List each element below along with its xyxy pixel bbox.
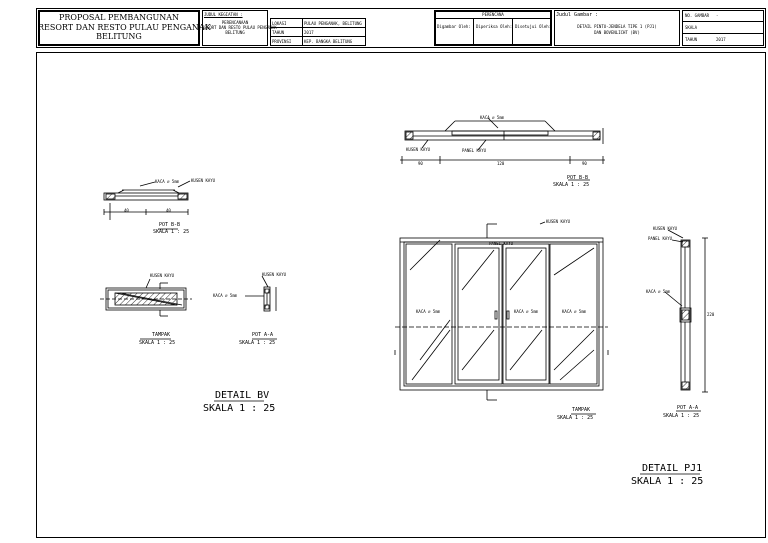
- perencana-header-line: [434, 18, 552, 19]
- kegiatan-line1: PERENCANAAN: [221, 20, 249, 25]
- judul-gambar-line1: DETAIL PINTU-JENDELA TIPE 1 (PJ1): [577, 24, 657, 29]
- perencana-divider-2: [512, 18, 513, 46]
- pj1-tampak-panel-note: PANEL KAYU: [489, 241, 514, 246]
- bv-pot-bb-scale: SKALA 1 : 25: [153, 229, 190, 235]
- pj1-bb-kusen-note: KUSEN KAYU: [406, 147, 431, 152]
- lokasi-value: PULAU PENGANAK, BELITUNG: [304, 21, 362, 26]
- pj1-pot-aa-scale: SKALA 1 : 25: [663, 413, 700, 419]
- judul-gambar-line2: DAN BOVENLICHT (BV): [594, 30, 640, 35]
- perencana-cell: [434, 10, 552, 46]
- pj1-aa-panel-note: PANEL KAYU: [648, 236, 673, 241]
- lokasi-grid-line-h1: [270, 27, 366, 28]
- pj1-tampak-drawing: [394, 221, 609, 401]
- no-gambar-label: NO. GAMBAR: [685, 13, 710, 18]
- pj1-dim-left: 90: [418, 161, 423, 166]
- project-name-line1: PROPOSAL PEMBANGUNAN: [59, 13, 179, 22]
- no-gambar-line-2: [682, 33, 764, 34]
- pj1-dim-mid: 120: [497, 161, 505, 166]
- project-name-cell: [38, 10, 200, 46]
- pj1-dim-right: 90: [582, 161, 587, 166]
- pj1-dim-height: 220: [707, 312, 715, 317]
- pj1-pot-aa-label: POT A-A: [677, 405, 699, 411]
- pj1-tampak-kaca-mid: KACA ∅ 5mm: [514, 309, 539, 314]
- tahun-label: TAHUN: [272, 30, 285, 35]
- judul-gambar-cell: [554, 10, 680, 46]
- pj1-pot-bb-scale: SKALA 1 : 25: [553, 182, 590, 188]
- bv-tampak-kusen-note: KUSEN KAYU: [150, 273, 175, 278]
- bv-title: DETAIL BV: [215, 390, 270, 401]
- pj1-pot-bb-label: POT B-B: [567, 175, 589, 181]
- no-gambar-value: -: [716, 13, 719, 18]
- pj1-tampak-kusen-note: KUSEN KAYU: [546, 219, 571, 224]
- tahun2-value: 2017: [716, 37, 726, 42]
- bv-pot-aa-scale: SKALA 1 : 25: [239, 340, 276, 346]
- judul-gambar-label: Judul Gambar :: [556, 12, 599, 18]
- no-gambar-line-1: [682, 21, 764, 22]
- no-gambar-cell: [682, 10, 764, 46]
- kegiatan-line2: RESORT DAN RESTO PULAU PENGANAK: [202, 25, 277, 30]
- bv-kusen-note: KUSEN KAYU: [191, 178, 216, 183]
- pj1-tampak-scale: SKALA 1 : 25: [557, 415, 594, 421]
- pj1-bb-kaca-note: KACA ∅ 5mm: [480, 115, 505, 120]
- lokasi-grid-line-v: [302, 18, 303, 46]
- pj1-tampak-kaca-left: KACA ∅ 5mm: [416, 309, 441, 314]
- provinsi-value: KEP. BANGKA BELITUNG: [304, 39, 353, 44]
- pj1-pot-bb-drawing: [400, 117, 605, 164]
- lokasi-label: LOKASI: [272, 21, 287, 26]
- project-name-line2: RESORT DAN RESTO PULAU PENGANAK: [38, 23, 211, 32]
- pj1-title: DETAIL PJ1: [642, 463, 703, 474]
- perencana-divider-1: [473, 18, 474, 46]
- provinsi-label: PROVINSI: [272, 39, 292, 44]
- kegiatan-line3: BELITUNG: [225, 30, 245, 35]
- bv-kaca-note: KACA ∅ 5mm: [155, 179, 180, 184]
- skala-label: SKALA: [685, 25, 698, 30]
- disetujui-label: Disetujui Oleh:: [515, 24, 552, 29]
- bv-tampak-label: TAMPAK: [152, 332, 171, 338]
- pj1-bb-panel-note: PANEL KAYU: [462, 148, 487, 153]
- bv-pot-bb-label: POT B-B: [159, 222, 181, 228]
- bv-tampak-scale: SKALA 1 : 25: [139, 340, 176, 346]
- pj1-scale: SKALA 1 : 25: [631, 476, 704, 487]
- lokasi-grid-line-h2: [270, 36, 366, 37]
- kegiatan-cell: [202, 10, 268, 46]
- drawing-frame: [36, 52, 766, 538]
- bv-pot-aa-label: POT A-A: [252, 332, 274, 338]
- tahun-value: 2017: [304, 30, 314, 35]
- bv-dim-b: 40: [166, 208, 171, 213]
- pj1-tampak-kaca-right: KACA ∅ 5mm: [562, 309, 587, 314]
- project-name-line3: BELITUNG: [96, 32, 142, 41]
- lokasi-grid: [270, 18, 366, 46]
- digambar-label: Digambar Oleh:: [437, 24, 471, 29]
- diperiksa-label: Diperiksa Oleh:: [476, 24, 513, 29]
- title-block-frame: [36, 8, 766, 48]
- bv-tampak-drawing: [100, 278, 192, 317]
- pj1-aa-kaca-note: KACA ∅ 5mm: [646, 289, 671, 294]
- judul-kegiatan-label: JUDUL KEGIATAN :: [204, 12, 243, 17]
- pj1-pot-aa-drawing: [664, 229, 708, 393]
- bv-pot-aa-drawing: [245, 275, 277, 312]
- bv-aa-kaca-note: KACA ∅ 5mm: [213, 293, 238, 298]
- pj1-tampak-label: TAMPAK: [572, 407, 591, 413]
- bv-pot-bb-drawing: [103, 180, 191, 220]
- bv-scale: SKALA 1 : 25: [203, 403, 276, 414]
- tahun2-label: TAHUN: [685, 37, 698, 42]
- perencana-header: PERENCANA: [482, 12, 504, 17]
- bv-dim-a: 40: [124, 208, 129, 213]
- bv-aa-kusen-note: KUSEN KAYU: [262, 272, 287, 277]
- pj1-aa-kusen-note: KUSEN KAYU: [653, 226, 678, 231]
